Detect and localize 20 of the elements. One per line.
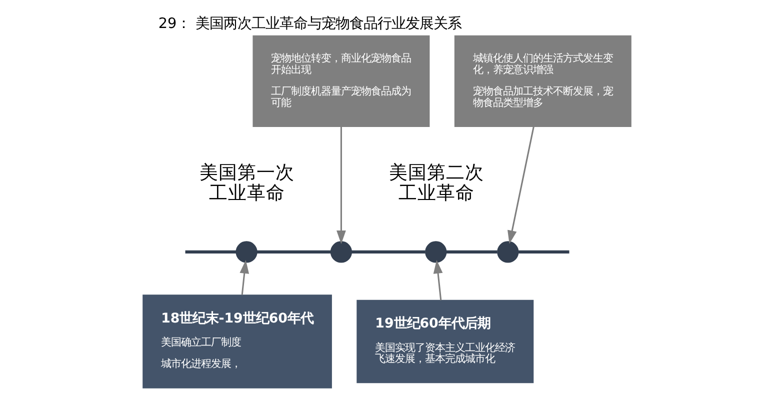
arrow bbox=[239, 260, 249, 296]
node-circle bbox=[424, 241, 446, 263]
connector bbox=[184, 250, 236, 254]
node-box: 城镇化使人们的生活方式发生变化，养宠意识增强 宠物食品加工技术不断发展，宠物食品类型增多 bbox=[454, 35, 631, 127]
node-circle bbox=[330, 241, 352, 263]
connector bbox=[351, 250, 425, 254]
node-box: 18世纪末-19世纪60年代 美国确立工厂制度 城市化进程发展， bbox=[142, 294, 332, 388]
node-circle bbox=[496, 241, 518, 263]
node-box: 宠物地位转变，商业化宠物食品开始出现 工厂制度机器量产宠物食品成为可能 bbox=[252, 35, 430, 127]
arrow bbox=[336, 126, 346, 244]
node-circle bbox=[235, 241, 257, 263]
arrow bbox=[432, 260, 442, 300]
node-label: 美国第一次工业革命 bbox=[199, 162, 294, 204]
arrow bbox=[507, 126, 534, 244]
diagram-title: 29： 美国两次工业革命与宠物食品行业发展关系 bbox=[158, 16, 461, 32]
connector bbox=[518, 250, 569, 254]
connector bbox=[256, 250, 330, 254]
node-box: 19世纪60年代后期 美国实现了资本主义工业化经济飞速发展，基本完成城市化 bbox=[356, 300, 534, 384]
node-label: 美国第二次工业革命 bbox=[388, 162, 484, 204]
connector bbox=[446, 250, 497, 254]
